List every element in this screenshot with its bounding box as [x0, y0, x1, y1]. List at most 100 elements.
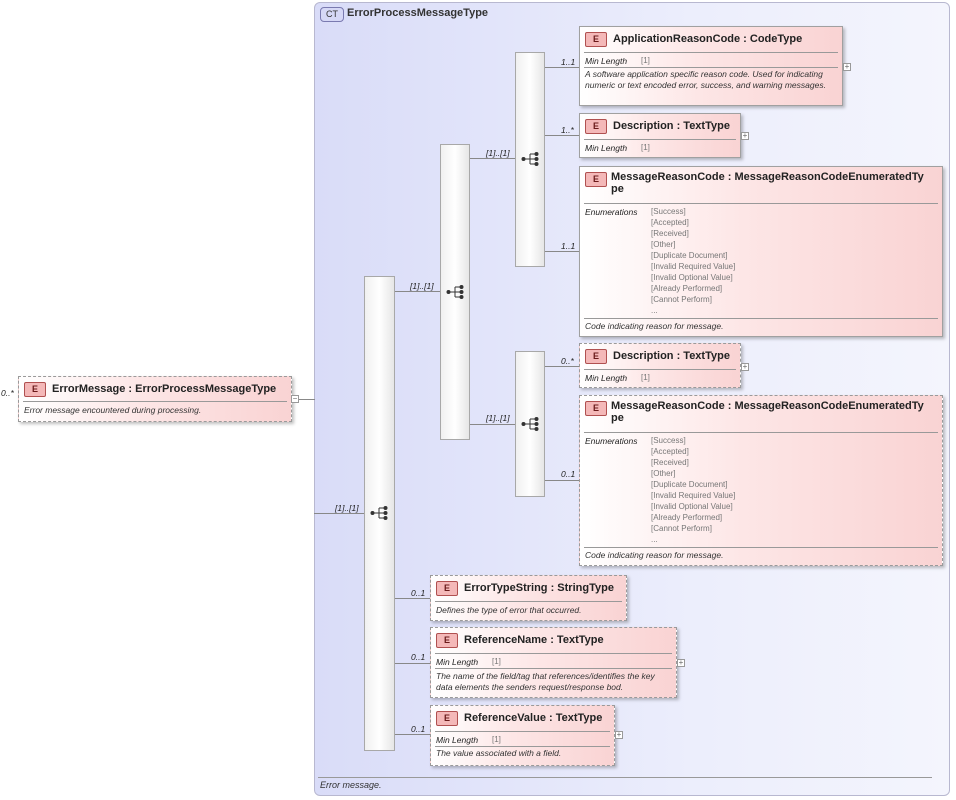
sequence-icon	[446, 285, 464, 299]
facet-label: Min Length	[436, 735, 479, 745]
enumeration-list: [Success][Accepted][Received][Other][Dup…	[651, 436, 736, 544]
separator	[584, 318, 938, 319]
element-doc: Code indicating reason for message.	[585, 321, 724, 331]
expand-icon[interactable]: +	[615, 730, 623, 739]
complex-type-badge: CT	[320, 7, 344, 22]
element-name: ErrorTypeString : StringType	[464, 582, 614, 594]
expand-icon[interactable]: +	[741, 131, 749, 140]
separator	[584, 369, 736, 370]
facet-label: Enumerations	[585, 436, 638, 446]
element-doc: The value associated with a field.	[436, 748, 562, 758]
element-name: ReferenceValue : TextType	[464, 712, 603, 724]
root-element-name: ErrorMessage : ErrorProcessMessageType	[52, 383, 277, 395]
collapse-icon[interactable]: −	[291, 394, 299, 403]
separator	[584, 547, 938, 548]
element-badge: E	[585, 171, 607, 187]
cardinality: 1..1	[561, 241, 576, 251]
element-badge: E	[24, 381, 46, 397]
connector	[545, 366, 579, 367]
connector	[395, 663, 430, 664]
cardinality: 0..1	[561, 469, 576, 479]
element-name: MessageReasonCode : MessageReasonCodeEnu…	[611, 171, 924, 195]
cardinality: 0..1	[411, 724, 426, 734]
facet-label: Min Length	[436, 657, 479, 667]
element-doc: Defines the type of error that occurred.	[436, 605, 582, 615]
element-description-1[interactable]: E Description : TextType Min Length [1]	[579, 113, 741, 158]
connector	[395, 734, 430, 735]
cardinality: 1..1	[561, 57, 576, 67]
enumeration-list: [Success][Accepted][Received][Other][Dup…	[651, 207, 736, 315]
connector	[395, 291, 440, 292]
facet-value: [1]	[641, 143, 650, 152]
element-reference-name[interactable]: E ReferenceName : TextType Min Length [1]…	[430, 627, 677, 698]
sequence-icon	[370, 506, 388, 520]
element-badge: E	[585, 348, 607, 364]
connector	[314, 513, 364, 514]
connector	[545, 480, 579, 481]
separator	[435, 731, 610, 732]
element-badge: E	[436, 632, 458, 648]
cardinality: 0..*	[561, 356, 574, 366]
element-doc: The name of the field/tag that reference…	[436, 671, 655, 692]
element-error-type-string[interactable]: E ErrorTypeString : StringType Defines th…	[430, 575, 627, 621]
separator	[435, 653, 672, 654]
connector	[545, 251, 579, 252]
connector	[470, 424, 515, 425]
element-name: ApplicationReasonCode : CodeType	[613, 33, 803, 45]
element-name: MessageReasonCode : MessageReasonCodeEnu…	[611, 400, 924, 424]
facet-label: Min Length	[585, 56, 628, 66]
separator	[584, 52, 838, 53]
separator	[435, 668, 672, 669]
main-seq-cardinality: [1]..[1]	[335, 503, 359, 513]
separator	[435, 746, 610, 747]
complex-type-title: ErrorProcessMessageType	[347, 7, 489, 19]
separator	[584, 203, 938, 204]
separator	[584, 432, 938, 433]
connector	[395, 598, 430, 599]
connector	[545, 135, 579, 136]
element-name: ReferenceName : TextType	[464, 634, 604, 646]
element-badge: E	[436, 580, 458, 596]
element-message-reason-code-1[interactable]: E MessageReasonCode : MessageReasonCodeE…	[579, 166, 943, 337]
cardinality: 0..1	[411, 588, 426, 598]
facet-value: [1]	[492, 657, 501, 666]
element-badge: E	[585, 400, 607, 416]
connector	[470, 158, 515, 159]
group-c-cardinality: [1]..[1]	[486, 413, 510, 423]
sequence-icon	[521, 417, 539, 431]
facet-value: [1]	[641, 56, 650, 65]
facet-label: Min Length	[585, 143, 628, 153]
group-a-cardinality: [1]..[1]	[410, 281, 434, 291]
separator	[584, 139, 736, 140]
facet-label: Min Length	[585, 373, 628, 383]
element-name: Description : TextType	[613, 350, 730, 362]
connector	[299, 399, 315, 400]
facet-value: [1]	[641, 373, 650, 382]
element-badge: E	[585, 118, 607, 134]
facet-label: Enumerations	[585, 207, 638, 217]
connector	[545, 67, 579, 68]
expand-icon[interactable]: +	[741, 362, 749, 371]
element-badge: E	[436, 710, 458, 726]
complex-type-divider	[318, 777, 932, 778]
separator	[23, 401, 287, 402]
expand-icon[interactable]: +	[843, 62, 851, 71]
element-doc: Code indicating reason for message.	[585, 550, 724, 560]
element-message-reason-code-2[interactable]: E MessageReasonCode : MessageReasonCodeE…	[579, 395, 943, 566]
element-name: Description : TextType	[613, 120, 730, 132]
separator	[435, 601, 622, 602]
separator	[584, 67, 838, 68]
element-description-2[interactable]: E Description : TextType Min Length [1]	[579, 343, 741, 388]
sequence-icon	[521, 152, 539, 166]
complex-type-doc: Error message.	[320, 780, 382, 790]
element-doc: A software application specific reason c…	[585, 69, 826, 90]
cardinality: 0..1	[411, 652, 426, 662]
expand-icon[interactable]: +	[677, 658, 685, 667]
cardinality: 1..*	[561, 125, 574, 135]
group-b-cardinality: [1]..[1]	[486, 148, 510, 158]
root-element-doc: Error message encountered during process…	[24, 405, 202, 415]
root-cardinality: 0..*	[1, 388, 14, 398]
